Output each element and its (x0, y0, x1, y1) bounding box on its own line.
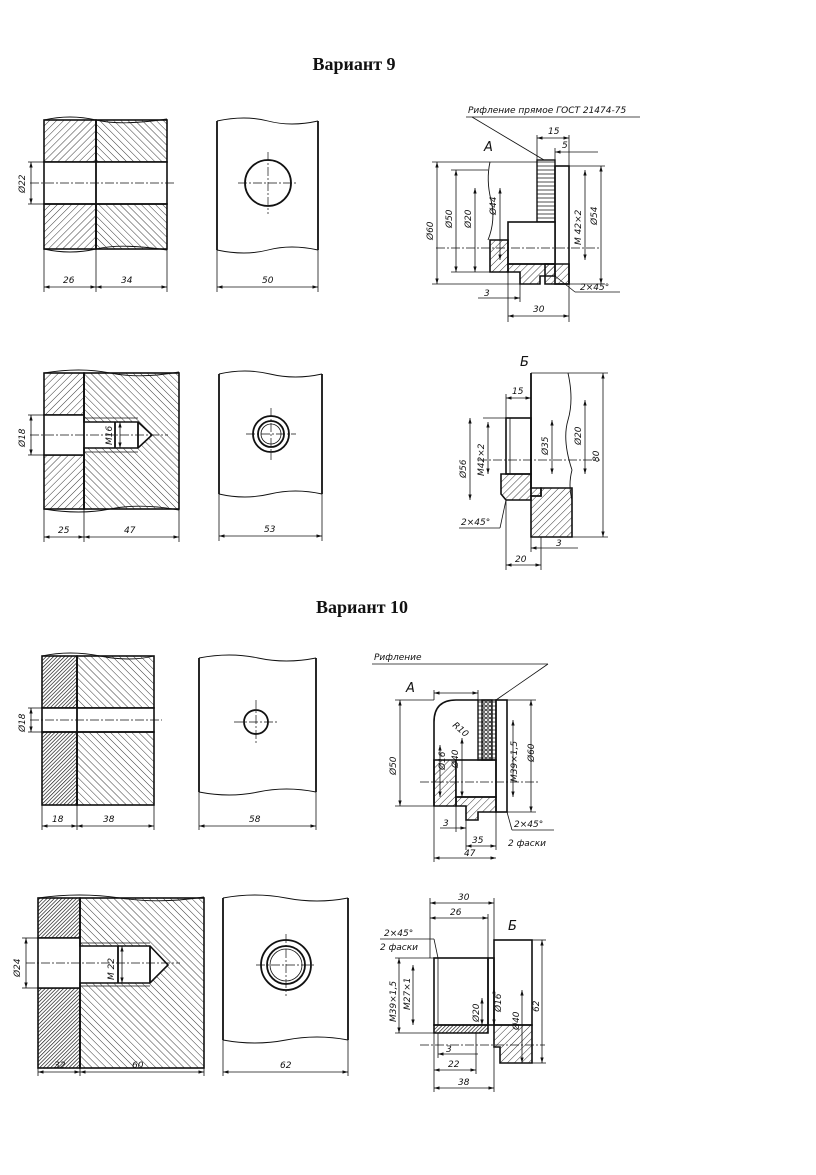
v9-s2-dim-2: 47 (124, 526, 136, 536)
v9-a-dim-30: 30 (533, 305, 545, 315)
v10-a-dia-40: Ø40 (450, 749, 461, 769)
v10-b-dia-16: Ø16 (493, 993, 504, 1013)
v9-s1-dim-3: 50 (262, 276, 274, 286)
v9-b-dim-15: 15 (512, 387, 524, 397)
v9-section-2-front: Ø18 M16 25 47 (17, 369, 180, 542)
v9-s2-thread-label: M16 (105, 426, 115, 445)
v10-part-a: Рифление А R10 Ø50 Ø16 Ø40 M39×1,5 Ø60 3 (372, 653, 554, 862)
v10-section-1-side: 58 (198, 654, 317, 830)
v10-a-letter: А (405, 681, 415, 696)
v10-a-chamfer-count: 2 фаски (508, 839, 546, 849)
v9-a-chamfer: 2×45° (580, 283, 609, 293)
v9-b-dia-20: Ø20 (573, 426, 584, 446)
v10-b-chamfer: 2×45° (384, 929, 413, 939)
v10-s1-dim-2: 38 (103, 815, 115, 825)
v10-s2-dim-3: 62 (280, 1061, 292, 1071)
v9-b-letter: Б (520, 355, 529, 370)
v9-s1-dim-1: 26 (63, 276, 75, 286)
v10-s2-dia-label: Ø24 (12, 958, 23, 978)
v10-b-dim-26: 26 (450, 908, 462, 918)
v10-a-chamfer: 2×45° (514, 820, 543, 830)
v10-b-dia-40: Ø40 (511, 1011, 522, 1031)
v9-section-1-front: Ø22 26 34 (17, 116, 175, 292)
v10-b-letter: Б (508, 919, 517, 934)
v9-a-note: Рифление прямое ГОСТ 21474-75 (468, 106, 626, 116)
v10-b-chamfer-count: 2 фаски (380, 943, 418, 953)
v10-a-dim-35: 35 (472, 836, 484, 846)
v10-a-thread: M39×1,5 (510, 741, 520, 782)
v9-s1-dia-label: Ø22 (17, 174, 28, 194)
v9-a-dim-5: 5 (562, 141, 568, 151)
v10-a-radius: R10 (450, 721, 470, 740)
v9-a-dia-60: Ø60 (425, 221, 436, 241)
v10-section-1-front: Ø18 18 38 (17, 652, 162, 830)
v10-b-dim-3: 3 (446, 1045, 452, 1055)
v10-b-dia-20: Ø20 (471, 1003, 482, 1023)
v10-s1-dia-label: Ø18 (17, 713, 28, 733)
v9-s1-dim-2: 34 (121, 276, 133, 286)
v10-b-thread-1: M39×1,5 (389, 981, 399, 1022)
v10-b-dim-30: 30 (458, 893, 470, 903)
v10-part-b: Б 30 26 2×45° 2 фаски M39×1,5 M27×1 Ø20 … (380, 893, 546, 1092)
v10-s2-dim-1: 32 (54, 1061, 66, 1071)
v9-b-dim-20: 20 (515, 555, 527, 565)
v10-section-2-side: 62 (222, 894, 349, 1076)
v9-a-dia-54: Ø54 (589, 206, 600, 226)
v10-a-dim-3: 3 (443, 819, 449, 829)
v9-s2-dim-3: 53 (264, 525, 276, 535)
v9-s2-dim-1: 25 (58, 526, 70, 536)
v10-a-dia-50: Ø50 (388, 756, 399, 776)
v10-s1-dim-1: 18 (52, 815, 64, 825)
v10-a-dia-60: Ø60 (526, 743, 537, 763)
heading-variant-9: Вариант 9 (312, 54, 395, 74)
heading-variant-10: Вариант 10 (316, 597, 408, 617)
v10-s2-thread-label: M 22 (107, 958, 117, 980)
v10-s2-dim-2: 60 (132, 1061, 144, 1071)
v9-b-dim-80: 80 (592, 450, 602, 462)
v9-a-dia-44: Ø44 (488, 196, 499, 216)
v10-b-thread-2: M27×1 (403, 978, 413, 1010)
v10-s1-dim-3: 58 (249, 815, 261, 825)
v9-a-dim-3: 3 (484, 289, 490, 299)
v10-b-dim-22: 22 (448, 1060, 460, 1070)
v10-a-dim-47: 47 (464, 849, 476, 859)
v9-section-2-side: 53 (218, 370, 323, 541)
v10-b-dim-62: 62 (532, 1000, 542, 1012)
v9-b-thread: M42×2 (477, 443, 487, 476)
v10-a-dia-16: Ø16 (437, 751, 448, 771)
v9-b-chamfer: 2×45° (461, 518, 490, 528)
v9-part-b: Б 15 Ø56 M42×2 Ø35 Ø20 80 2×45° 3 (458, 355, 608, 570)
v10-b-dim-38: 38 (458, 1078, 470, 1088)
v9-part-a: Рифление прямое ГОСТ 21474-75 А Ø60 Ø50 … (425, 106, 640, 322)
v9-a-letter: А (483, 140, 493, 155)
v9-a-dia-20: Ø20 (463, 209, 474, 229)
v9-section-1-side: 50 (216, 117, 319, 292)
v9-a-thread: M 42×2 (574, 209, 584, 245)
v9-a-dia-50: Ø50 (444, 209, 455, 229)
v9-a-dim-15: 15 (548, 127, 560, 137)
v9-b-dim-3: 3 (556, 539, 562, 549)
v9-b-dia-56: Ø56 (458, 459, 469, 479)
v9-b-dia-35: Ø35 (540, 436, 551, 456)
v10-section-2-front: Ø24 M 22 32 60 (12, 894, 205, 1076)
v9-s2-dia-label: Ø18 (17, 428, 28, 448)
v10-a-note: Рифление (374, 653, 422, 663)
